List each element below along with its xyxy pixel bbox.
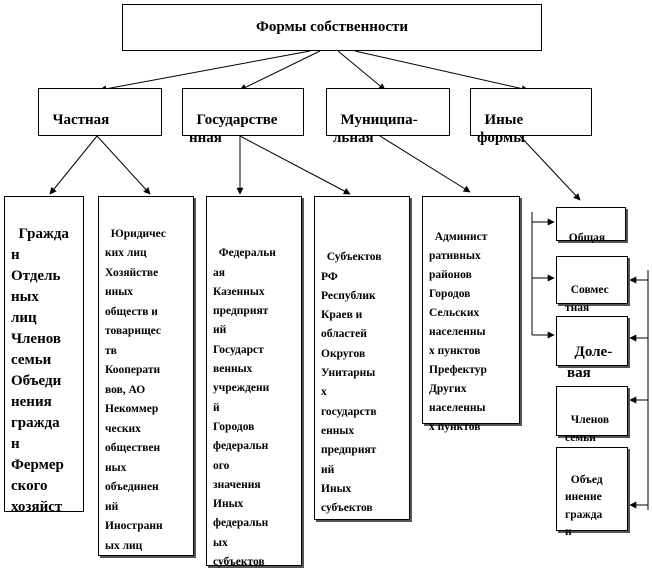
edge-municipal-admin bbox=[379, 135, 471, 193]
edge-root-state bbox=[239, 50, 321, 91]
node-other-label: Иные формы bbox=[477, 112, 525, 146]
node-family: Членов семьи bbox=[556, 386, 628, 444]
edge-root-private bbox=[99, 50, 311, 93]
node-municipal: Муниципа- льная bbox=[326, 88, 450, 146]
node-common: Общая bbox=[556, 207, 626, 244]
root-node: Формы собственности bbox=[122, 4, 542, 51]
node-shared-label: Доле- вая bbox=[567, 344, 613, 381]
node-legal: Юридичес ких лиц Хозяйстве нных обществ … bbox=[98, 196, 194, 556]
root-label: Формы собственности bbox=[255, 19, 409, 35]
node-other: Иные формы bbox=[470, 88, 592, 146]
node-subjects: Субъектов РФ Республик Краев и областей … bbox=[314, 196, 410, 520]
node-municipal-admin: Админист ративных районов Городов Сельск… bbox=[422, 196, 520, 433]
node-association-label: Объед инение гражда н bbox=[565, 473, 603, 539]
edge-other-right bbox=[519, 135, 581, 201]
node-legal-label: Юридичес ких лиц Хозяйстве нных обществ … bbox=[105, 227, 166, 552]
edge-root-other bbox=[354, 50, 529, 93]
node-shared: Доле- вая bbox=[556, 316, 628, 381]
node-citizens: Гражда н Отдель ных лиц Членов семьи Объ… bbox=[4, 196, 84, 515]
edge-state-subjects bbox=[239, 135, 351, 195]
node-private: Частная bbox=[38, 88, 162, 136]
node-common-label: Общая bbox=[568, 232, 606, 244]
node-family-label: Членов семьи bbox=[565, 414, 610, 444]
node-association: Объед инение гражда н bbox=[556, 447, 628, 538]
node-federal: Федеральн ая Казенных предприят ий Госуд… bbox=[206, 196, 302, 569]
node-private-label: Частная bbox=[52, 112, 110, 128]
node-subjects-label: Субъектов РФ Республик Краев и областей … bbox=[321, 251, 382, 515]
edge-root-municipal bbox=[337, 50, 386, 91]
node-state: Государстве нная bbox=[182, 88, 304, 146]
edge-private-citizens bbox=[49, 135, 98, 195]
node-citizens-label: Гражда н Отдель ных лиц Членов семьи Объ… bbox=[11, 226, 69, 515]
edge-private-legal bbox=[96, 135, 151, 195]
node-joint: Совмес тная bbox=[556, 256, 628, 314]
node-municipal-admin-label: Админист ративных районов Городов Сельск… bbox=[429, 231, 488, 433]
node-federal-label: Федеральн ая Казенных предприят ий Госуд… bbox=[213, 247, 276, 569]
node-joint-label: Совмес тная bbox=[565, 284, 609, 314]
node-state-label: Государстве нная bbox=[189, 112, 278, 146]
node-municipal-label: Муниципа- льная bbox=[333, 112, 418, 146]
